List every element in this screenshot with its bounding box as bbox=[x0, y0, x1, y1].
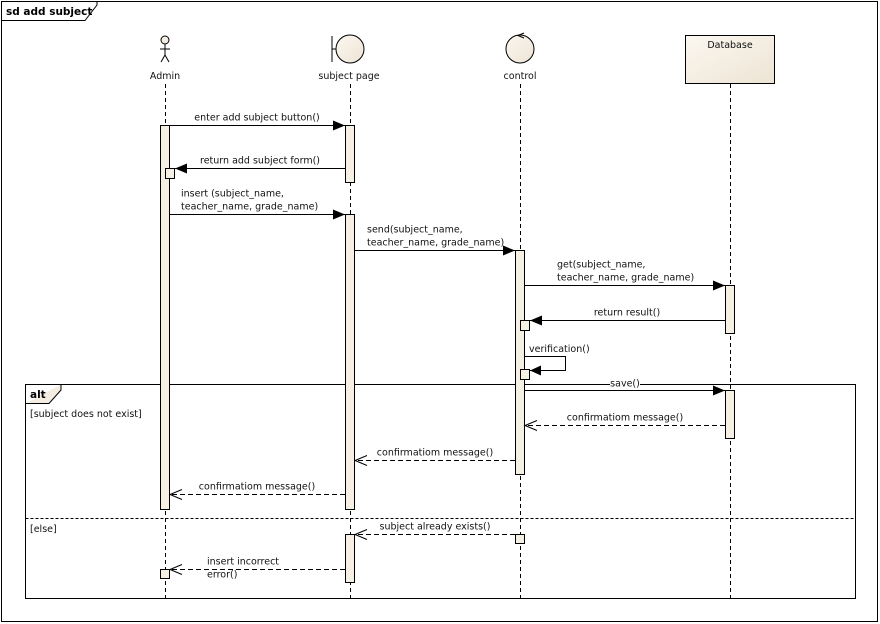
message-label: insert incorrect bbox=[207, 557, 279, 568]
activation-database-1 bbox=[725, 285, 735, 334]
message-label: teacher_name, grade_name) bbox=[557, 273, 694, 284]
message-label: verification() bbox=[529, 344, 590, 355]
alt-guard-1: [subject does not exist] bbox=[30, 409, 142, 420]
alt-fragment: alt [subject does not exist] [else] bbox=[25, 384, 856, 599]
message-2[interactable]: return add subject form() bbox=[175, 156, 345, 174]
actor-icon bbox=[160, 35, 170, 63]
frame-title-tab bbox=[1, 1, 98, 21]
message-label: teacher_name, grade_name) bbox=[367, 238, 504, 249]
activation-subject-page-3 bbox=[345, 534, 355, 583]
lifeline-head-database[interactable]: Database bbox=[685, 35, 775, 84]
message-label: error() bbox=[207, 570, 237, 581]
message-label: save() bbox=[610, 379, 640, 390]
lifeline-head-control[interactable]: control bbox=[504, 32, 537, 82]
arrowhead-open-icon bbox=[353, 455, 368, 466]
message-10[interactable]: confirmatiom message() bbox=[353, 448, 515, 466]
message-label: return result() bbox=[594, 308, 660, 319]
message-label: confirmatiom message() bbox=[567, 413, 683, 424]
lifeline-label-control: control bbox=[504, 71, 537, 82]
lifeline-label-admin: Admin bbox=[150, 71, 180, 82]
alt-operator-tab bbox=[25, 384, 62, 404]
arrowhead-open-icon bbox=[168, 564, 183, 575]
message-label: subject already exists() bbox=[380, 522, 491, 533]
message-3[interactable]: insert (subject_name, teacher_name, grade… bbox=[170, 189, 345, 220]
message-label: return add subject form() bbox=[200, 156, 320, 167]
receive-box-control-3 bbox=[515, 534, 525, 544]
receive-box-admin-2 bbox=[160, 569, 170, 579]
activation-admin bbox=[160, 125, 170, 510]
lifeline-head-admin[interactable]: Admin bbox=[150, 35, 180, 82]
message-label: enter add subject button() bbox=[194, 113, 319, 124]
arrowhead-filled-icon bbox=[713, 385, 725, 396]
message-label: confirmatiom message() bbox=[377, 448, 493, 459]
message-13[interactable]: insert incorrect error() bbox=[168, 557, 345, 581]
message-label: confirmatiom message() bbox=[199, 482, 315, 493]
activation-subject-page-2 bbox=[345, 214, 355, 510]
arrowhead-filled-icon bbox=[713, 280, 725, 291]
message-label: insert (subject_name, bbox=[181, 189, 284, 200]
alt-operator-label: alt bbox=[30, 389, 46, 401]
message-12[interactable]: subject already exists() bbox=[353, 522, 515, 540]
message-label: get(subject_name, bbox=[557, 260, 645, 271]
boundary-icon bbox=[331, 34, 365, 64]
message-7[interactable]: verification() bbox=[525, 344, 590, 376]
message-8[interactable]: save() bbox=[525, 376, 725, 396]
arrowhead-filled-icon bbox=[530, 315, 542, 326]
message-label: send(subject_name, bbox=[367, 225, 463, 236]
arrowhead-filled-icon bbox=[175, 163, 187, 174]
message-6[interactable]: return result() bbox=[530, 308, 725, 326]
message-11[interactable]: confirmatiom message() bbox=[168, 482, 345, 500]
arrowhead-open-icon bbox=[523, 420, 538, 431]
alt-guard-2: [else] bbox=[30, 524, 57, 535]
control-icon bbox=[505, 32, 535, 64]
lifeline-label-database: Database bbox=[707, 40, 752, 51]
arrowhead-filled-icon bbox=[333, 209, 345, 220]
database-box bbox=[685, 35, 775, 84]
messages-layer: enter add subject button() return add sub… bbox=[168, 113, 725, 581]
receive-box-control-1 bbox=[520, 320, 530, 331]
arrowhead-open-icon bbox=[353, 529, 368, 540]
arrowhead-open-icon bbox=[168, 489, 183, 500]
lifeline-label-subject-page: subject page bbox=[318, 71, 379, 82]
frame-title: sd add subject bbox=[6, 6, 92, 18]
arrowhead-filled-icon bbox=[503, 245, 515, 256]
label-background bbox=[610, 376, 640, 386]
activation-subject-page-1 bbox=[345, 125, 355, 183]
activation-database-2 bbox=[725, 390, 735, 439]
activation-control bbox=[515, 250, 525, 475]
arrowhead-filled-icon bbox=[530, 365, 541, 376]
lifeline-head-subject-page[interactable]: subject page bbox=[318, 34, 380, 82]
arrowhead-filled-icon bbox=[333, 120, 345, 131]
message-1[interactable]: enter add subject button() bbox=[170, 113, 345, 131]
message-5[interactable]: get(subject_name, teacher_name, grade_nam… bbox=[525, 260, 725, 291]
receive-box-admin-1 bbox=[165, 168, 175, 179]
message-9[interactable]: confirmatiom message() bbox=[523, 413, 725, 431]
receive-box-control-2 bbox=[520, 369, 530, 380]
alt-fragment-box bbox=[25, 384, 856, 599]
message-line bbox=[525, 356, 566, 371]
message-4[interactable]: send(subject_name, teacher_name, grade_na… bbox=[355, 225, 515, 256]
message-label: teacher_name, grade_name) bbox=[181, 202, 318, 213]
